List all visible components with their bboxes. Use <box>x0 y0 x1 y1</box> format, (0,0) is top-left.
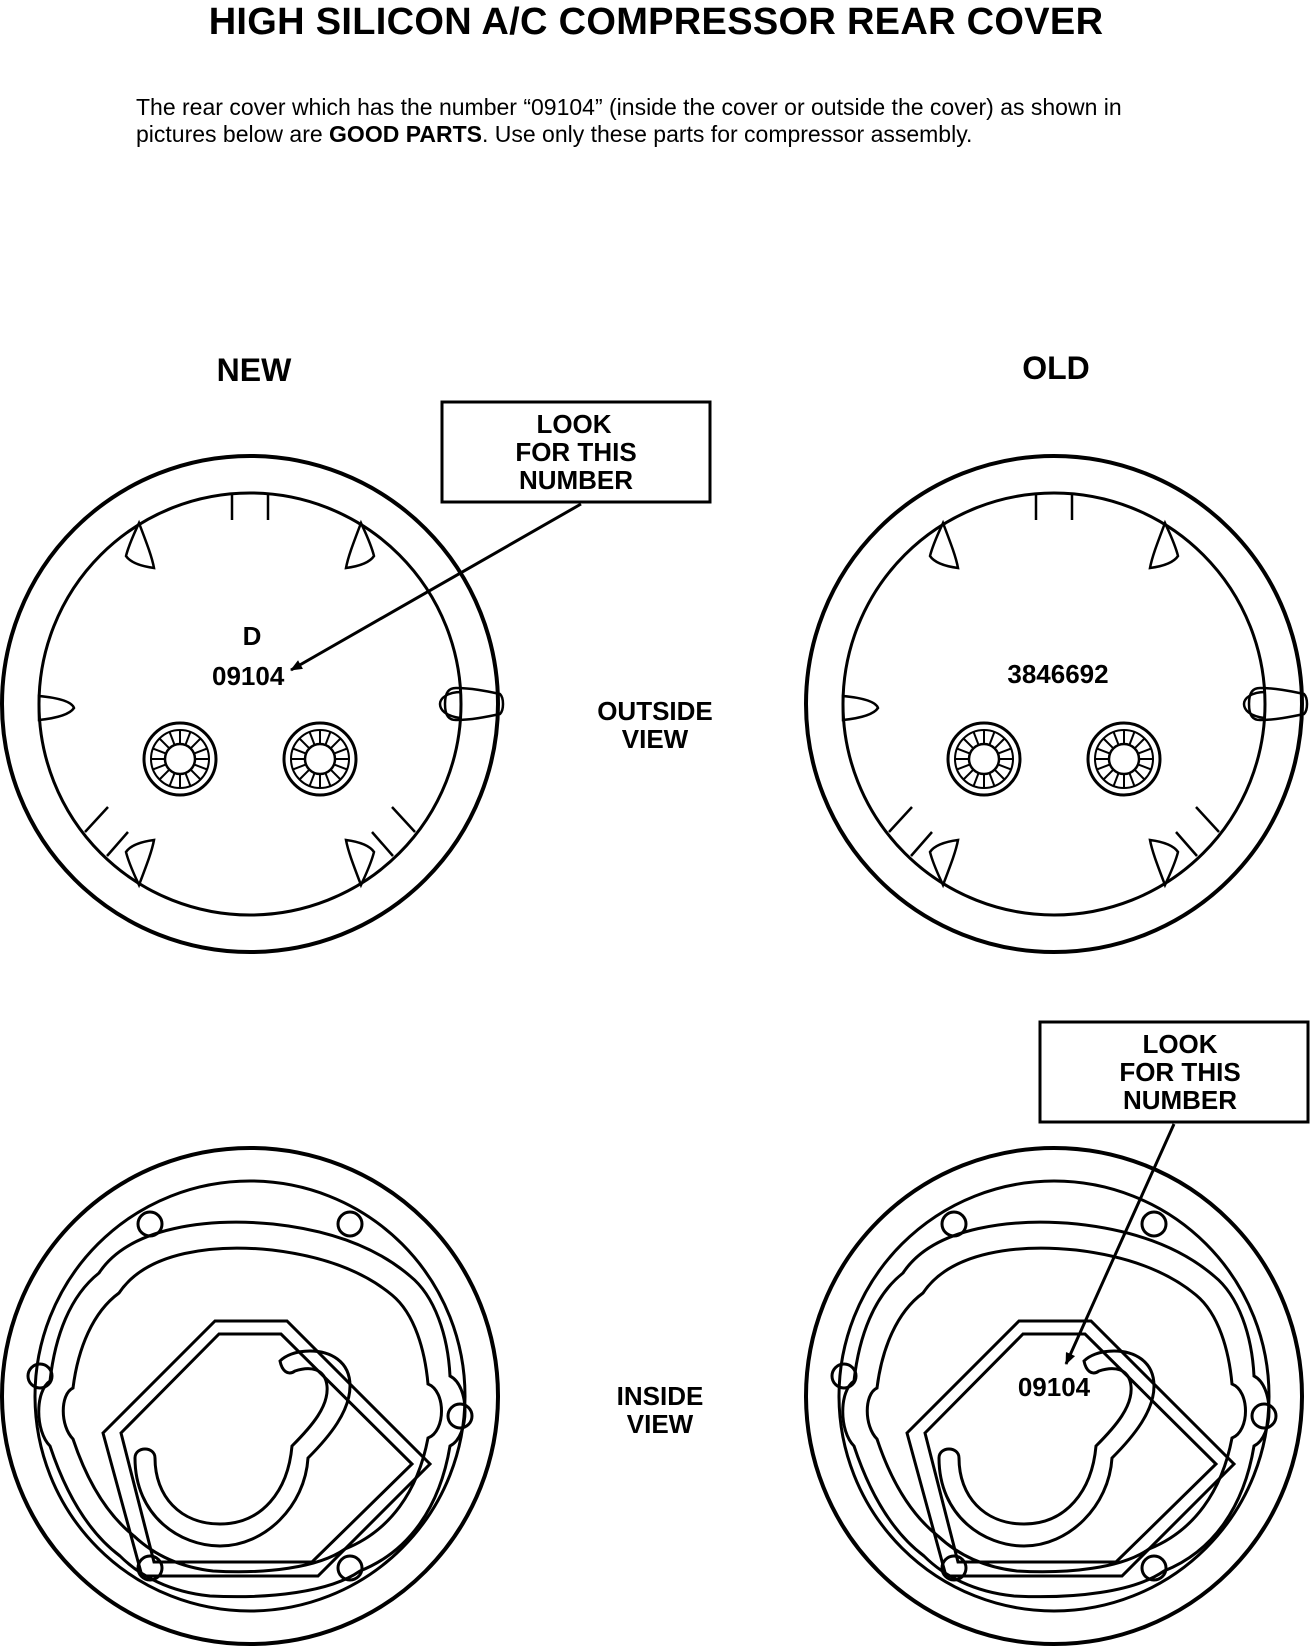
top-callout-line1: LOOK <box>536 409 611 439</box>
outside-view-label-line2: VIEW <box>622 724 689 754</box>
intro-text-part1: The rear cover which has the number “091… <box>136 94 1122 147</box>
new-outside-number: 09104 <box>212 661 285 691</box>
new-outside-letter: D <box>243 621 262 651</box>
top-callout-line3: NUMBER <box>519 465 633 495</box>
old-outside-number: 3846692 <box>1007 659 1108 689</box>
inside-view-label-line1: INSIDE <box>617 1381 704 1411</box>
old-column-heading: OLD <box>1022 350 1090 386</box>
outside-view-label-line1: OUTSIDE <box>597 696 713 726</box>
top-callout-line2: FOR THIS <box>515 437 636 467</box>
intro-text-part2: . Use only these parts for compressor as… <box>481 121 973 147</box>
bottom-callout-line1: LOOK <box>1142 1029 1217 1059</box>
inside-view-label-line2: VIEW <box>627 1409 694 1439</box>
bottom-callout-box <box>1038 1020 1310 1124</box>
new-column-heading: NEW <box>217 352 292 388</box>
top-callout-arrow <box>290 502 582 672</box>
bottom-callout-line2: FOR THIS <box>1119 1057 1240 1087</box>
page-title: HIGH SILICON A/C COMPRESSOR REAR COVER <box>208 1 1104 43</box>
bottom-callout-line3: NUMBER <box>1123 1085 1237 1115</box>
intro-paragraph: The rear cover which has the number “091… <box>136 94 1196 148</box>
old-cover-outside-view <box>806 456 1307 952</box>
old-inside-number: 09104 <box>1018 1372 1091 1402</box>
intro-emphasis: GOOD PARTS <box>329 121 482 147</box>
top-callout-box <box>440 400 712 504</box>
new-cover-outside-view <box>2 456 503 952</box>
bottom-callout-arrow <box>1064 1123 1176 1365</box>
new-cover-inside-view <box>0 1146 500 1646</box>
